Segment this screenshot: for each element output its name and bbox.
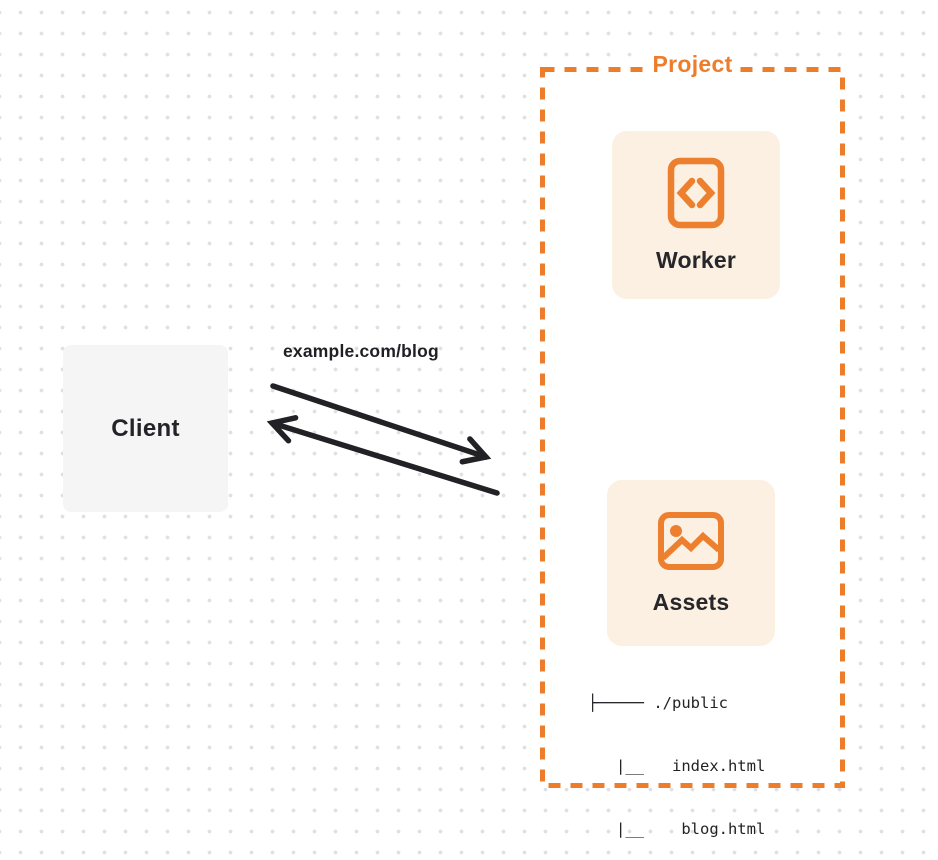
worker-node: Worker bbox=[612, 131, 780, 299]
request-url-label: example.com/blog bbox=[283, 341, 439, 361]
project-dashed-border bbox=[540, 67, 845, 788]
client-node: Client bbox=[63, 345, 228, 512]
response-arrow bbox=[266, 415, 500, 496]
worker-label: Worker bbox=[655, 246, 737, 273]
project-title: Project bbox=[645, 50, 740, 78]
tree-file-blog: |__ blog.html bbox=[588, 820, 766, 838]
tree-root-public: ├───── ./public bbox=[588, 694, 728, 712]
client-label: Client bbox=[111, 414, 180, 442]
project-container: Project Worker Assets ├───── ./public |_… bbox=[540, 50, 845, 838]
tree-file-index: |__ index.html bbox=[588, 757, 766, 775]
assets-node: Assets bbox=[607, 480, 775, 646]
code-document-icon bbox=[667, 157, 725, 228]
request-arrow bbox=[270, 383, 492, 465]
assets-label: Assets bbox=[652, 588, 730, 615]
image-icon bbox=[658, 511, 724, 570]
assets-file-tree: ├───── ./public |__ index.html |__ blog.… bbox=[588, 651, 765, 860]
